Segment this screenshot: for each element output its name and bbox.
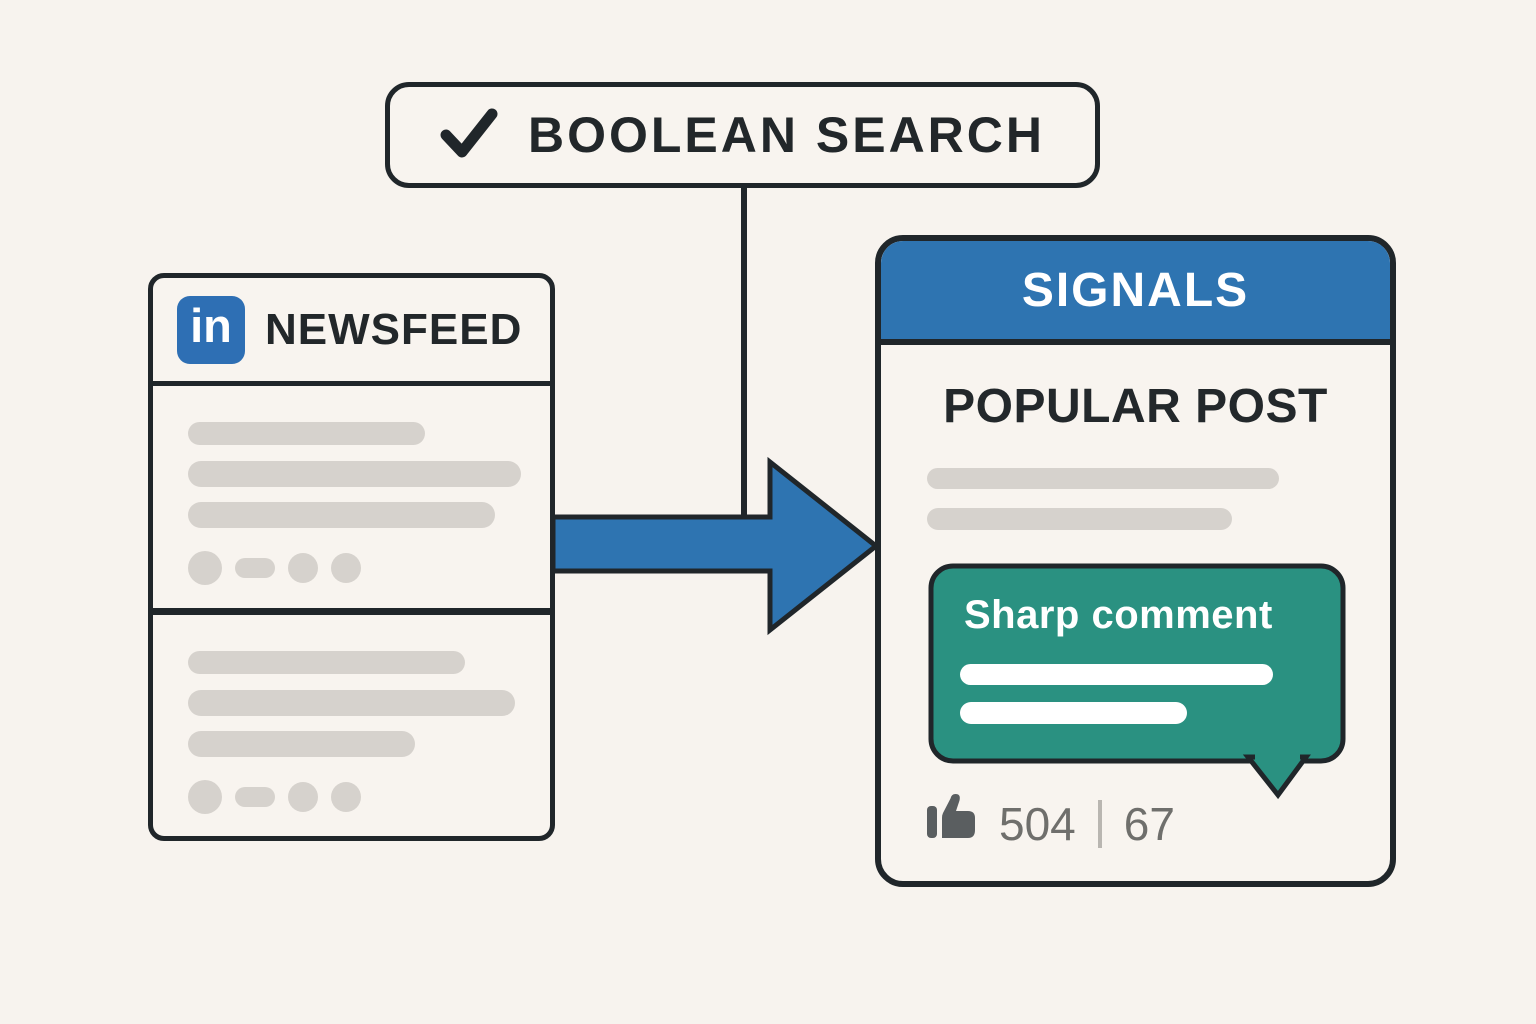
text-placeholder-bar — [188, 690, 515, 716]
engagement-row: 504 67 — [927, 792, 1175, 855]
reaction-placeholder-row — [188, 780, 550, 814]
comment-text-placeholder-bar — [960, 664, 1273, 685]
thumbs-up-icon — [927, 792, 983, 855]
reaction-placeholder-circle — [288, 553, 318, 583]
comment-bubble: Sharp comment — [928, 563, 1348, 803]
newsfeed-header: in NEWSFEED — [153, 278, 550, 386]
reaction-placeholder-pill — [235, 787, 275, 807]
reaction-placeholder-row — [188, 551, 550, 585]
reaction-placeholder-circle — [331, 782, 361, 812]
text-placeholder-bar — [188, 651, 465, 674]
text-placeholder-bar — [188, 461, 521, 487]
newsfeed-title: NEWSFEED — [265, 304, 523, 354]
count-divider — [1097, 799, 1102, 848]
reaction-placeholder-pill — [235, 558, 275, 578]
linkedin-logo-text: in — [190, 299, 232, 352]
avatar-placeholder-circle — [188, 551, 222, 585]
text-placeholder-bar — [188, 731, 415, 757]
reaction-placeholder-circle — [331, 553, 361, 583]
popular-post-title: POPULAR POST — [943, 380, 1328, 433]
check-icon — [440, 107, 498, 164]
reaction-placeholder-circle — [288, 782, 318, 812]
text-placeholder-bar — [927, 468, 1279, 489]
boolean-search-badge: BOOLEAN SEARCH — [385, 82, 1100, 188]
boolean-search-label: BOOLEAN SEARCH — [527, 107, 1046, 163]
linkedin-logo: in — [177, 295, 245, 364]
text-placeholder-bar — [188, 422, 425, 445]
likes-count: 504 — [999, 797, 1076, 850]
newsfeed-card: in NEWSFEED — [148, 273, 555, 841]
signals-card: SIGNALS POPULAR POST Sharp comment 504 — [875, 235, 1396, 887]
feed-post-placeholder — [153, 386, 550, 615]
feed-post-placeholder — [153, 615, 550, 844]
comment-bubble-tail — [1242, 754, 1311, 800]
connector-line — [741, 186, 747, 520]
signals-title: SIGNALS — [1021, 263, 1250, 317]
comment-text-placeholder-bar — [960, 702, 1187, 724]
text-placeholder-bar — [188, 502, 495, 528]
avatar-placeholder-circle — [188, 780, 222, 814]
signals-header: SIGNALS — [881, 241, 1390, 345]
flow-arrow — [550, 456, 881, 636]
text-placeholder-bar — [927, 508, 1232, 530]
comments-count: 67 — [1123, 797, 1175, 850]
comment-label: Sharp comment — [964, 593, 1273, 637]
